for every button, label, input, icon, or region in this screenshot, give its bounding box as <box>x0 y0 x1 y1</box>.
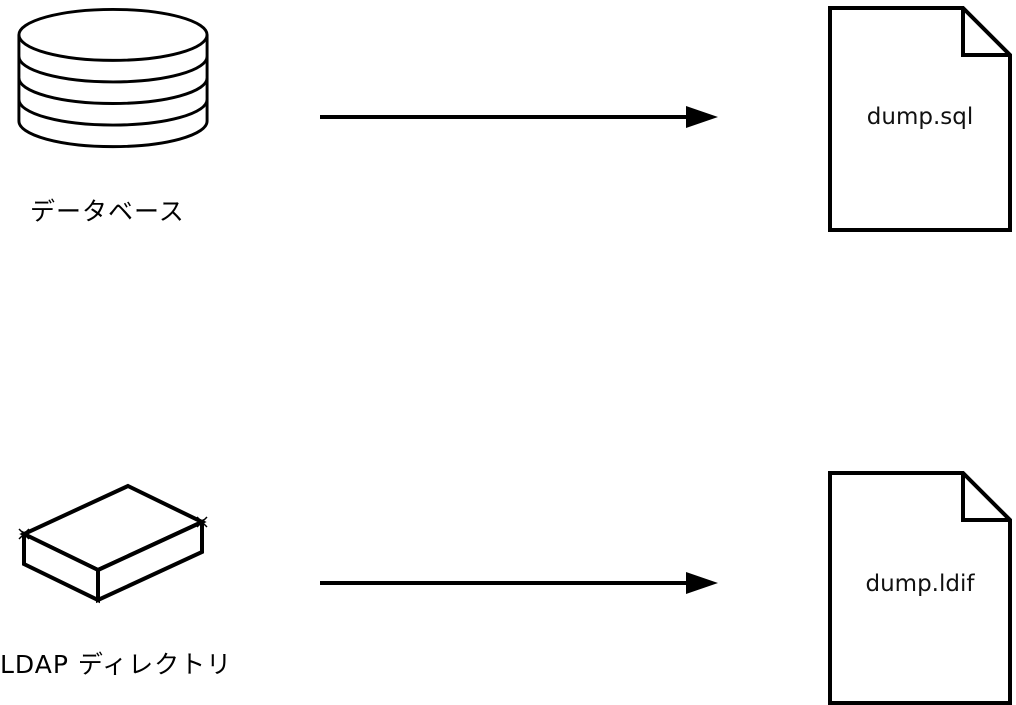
database-label: データベース <box>30 197 185 226</box>
ldif-dump-document: dump.ldif <box>828 471 1012 705</box>
right-arrow-icon <box>320 568 720 598</box>
document-icon <box>828 471 1012 705</box>
connection-point-markers <box>18 516 208 540</box>
sql-dump-filename: dump.sql <box>866 104 974 130</box>
right-arrow-icon <box>320 102 720 132</box>
ldap-label: LDAP ディレクトリ <box>0 650 233 679</box>
ldif-dump-filename: dump.ldif <box>865 571 975 597</box>
database-cylinder-icon <box>15 4 211 154</box>
document-icon <box>828 6 1012 232</box>
sql-dump-document: dump.sql <box>828 6 1012 232</box>
ldap-box-icon <box>18 482 208 607</box>
